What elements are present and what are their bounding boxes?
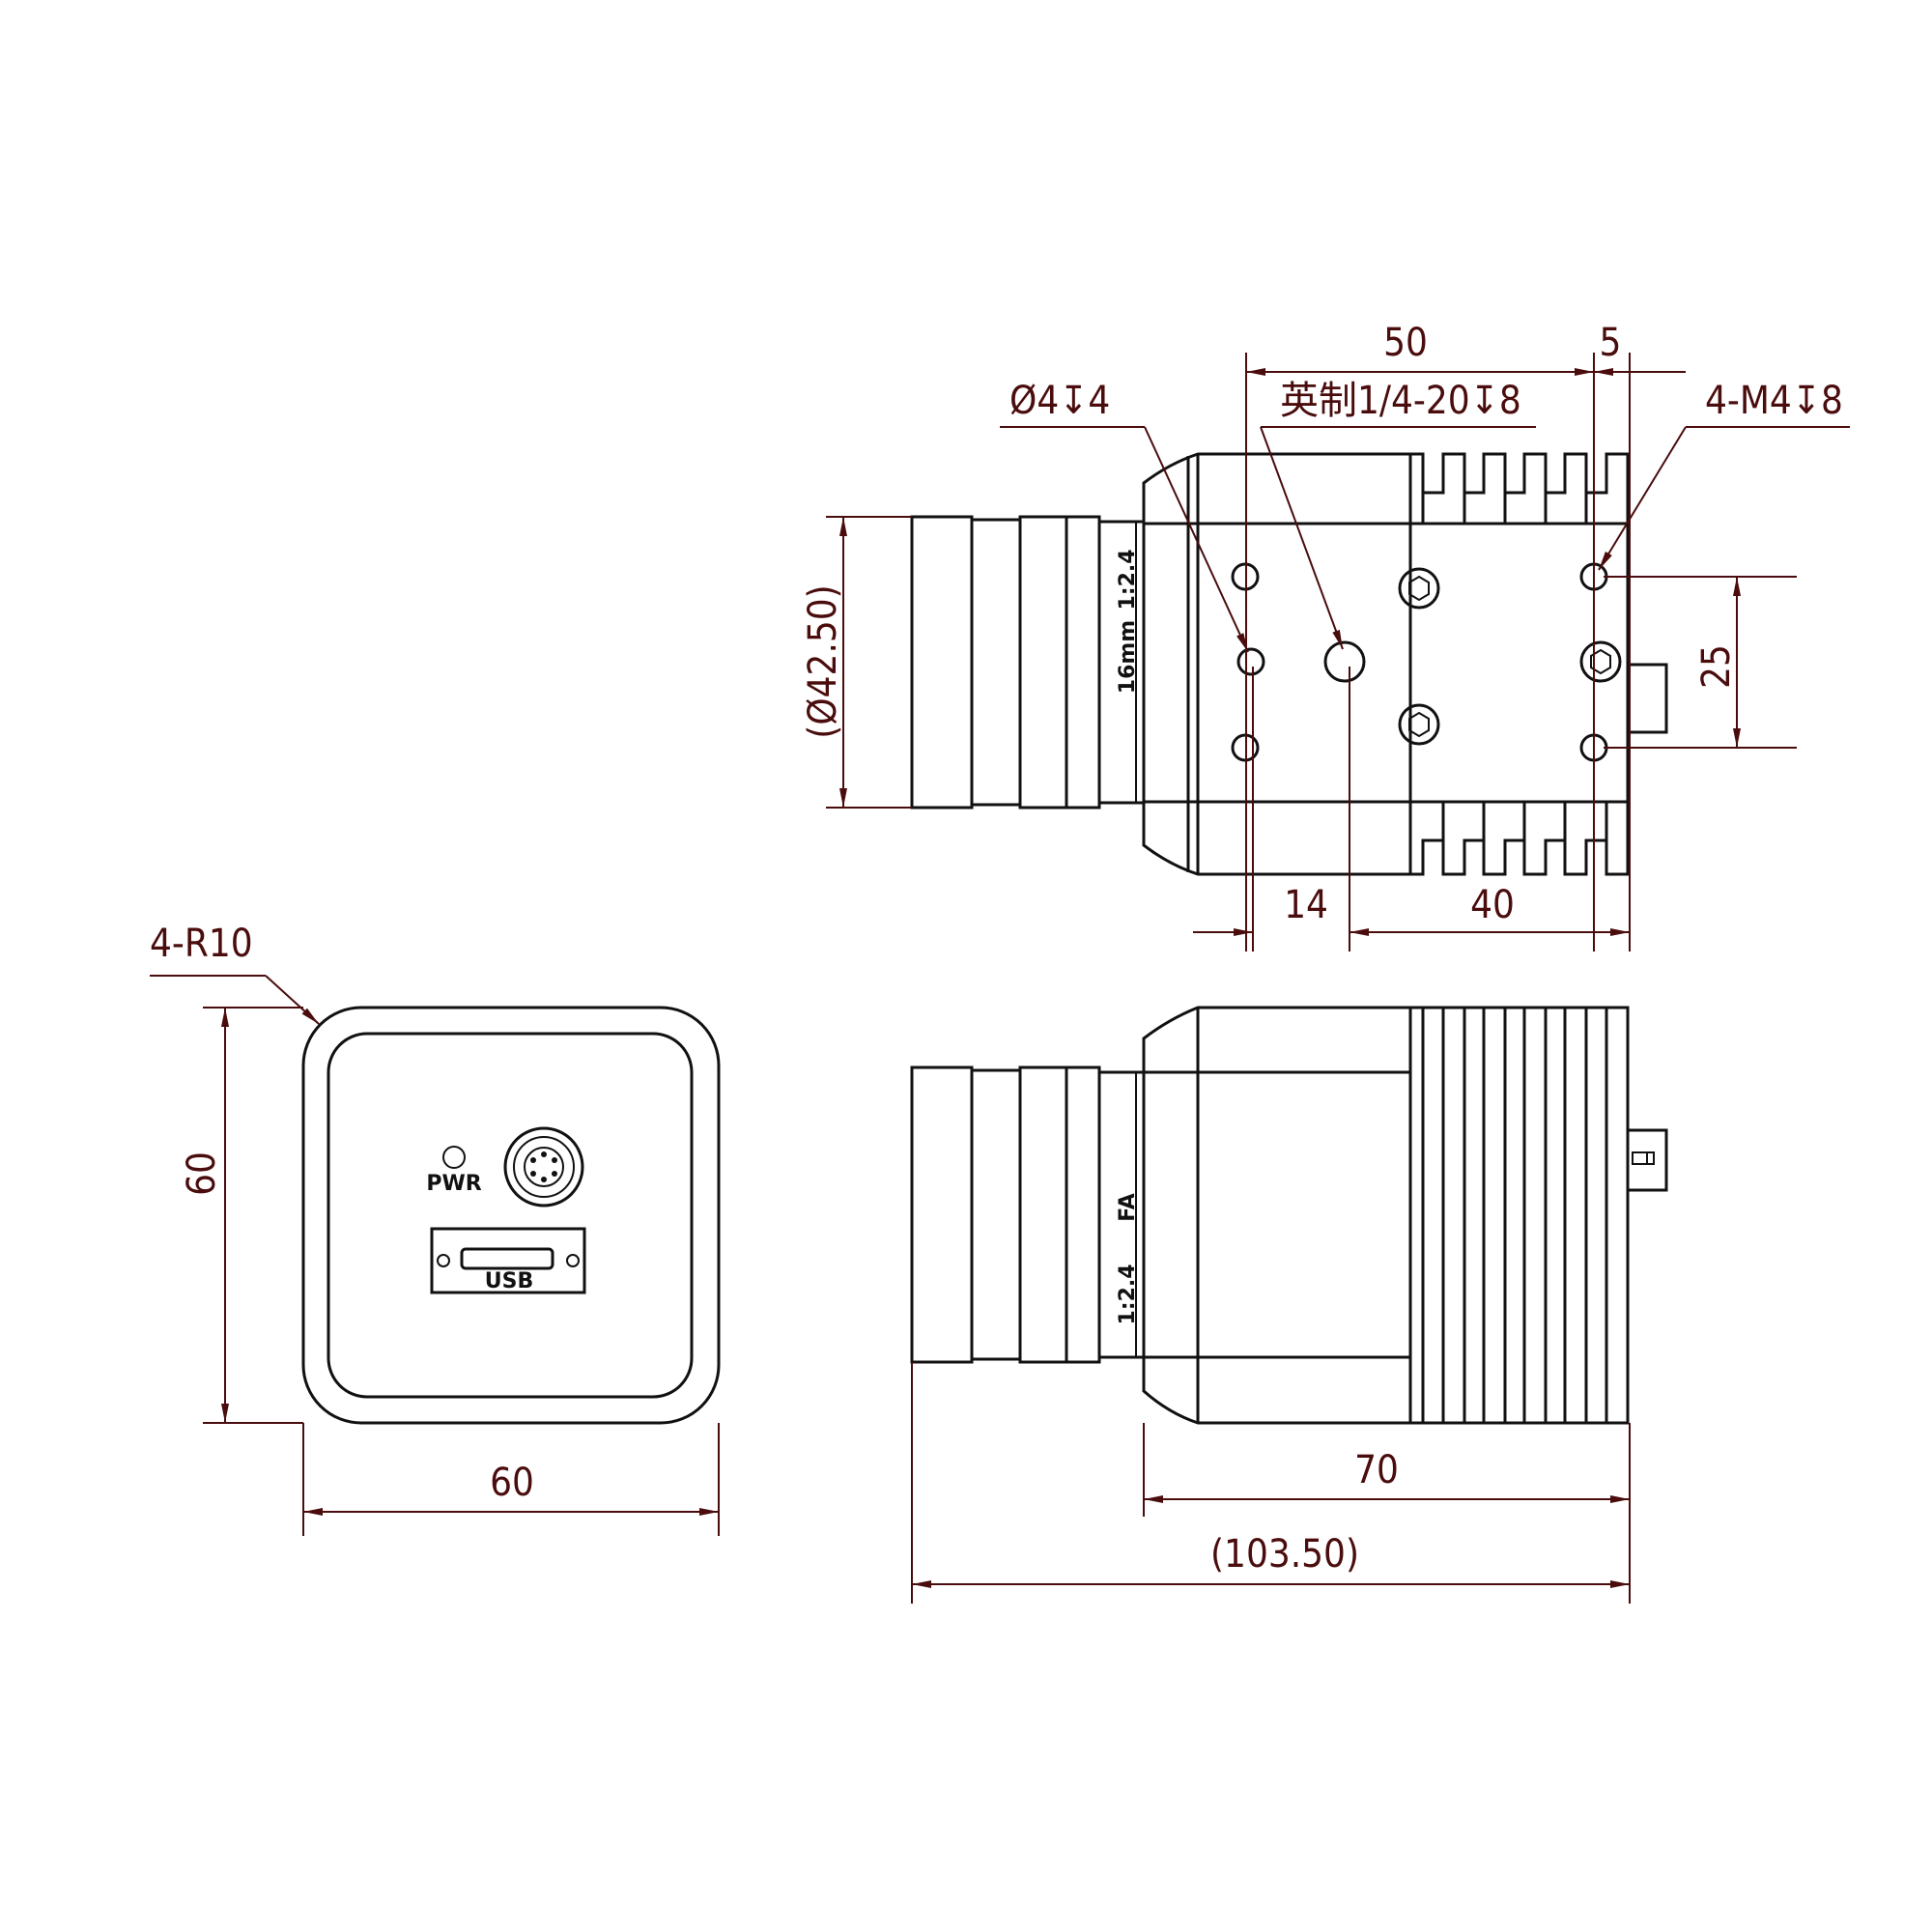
top-lens: 1:2.4 16mm bbox=[910, 515, 1146, 810]
top-lens-ratio: 1:2.4 bbox=[1116, 549, 1140, 610]
side-lens-ratio: 1:2.4 bbox=[1116, 1264, 1140, 1324]
hex-screw-icon bbox=[1398, 567, 1622, 746]
dim-height-60: 60 bbox=[180, 1151, 224, 1196]
power-led-icon: PWR bbox=[426, 1146, 482, 1196]
callout-mount-holes: 4-M4↧8 bbox=[1705, 379, 1843, 423]
side-body bbox=[1142, 1006, 1668, 1425]
side-lens: FA 1:2.4 bbox=[910, 1065, 1146, 1364]
pwr-label: PWR bbox=[426, 1172, 481, 1196]
callout-pin-hole: Ø4↧4 bbox=[1009, 379, 1110, 423]
dim-lens-diameter: (Ø42.50) bbox=[801, 584, 845, 738]
callout-tripod-thread: 英制1/4-20↧8 bbox=[1280, 379, 1521, 423]
dim-width-60: 60 bbox=[490, 1461, 534, 1505]
top-view: 1:2.4 16mm bbox=[801, 321, 1850, 952]
dip-switch-icon bbox=[1626, 1128, 1668, 1192]
dim-50: 50 bbox=[1383, 321, 1428, 365]
dim-body-70: 70 bbox=[1354, 1448, 1399, 1492]
side-view: FA 1:2.4 70 bbox=[910, 1006, 1668, 1604]
top-body bbox=[1142, 452, 1668, 876]
dim-14: 14 bbox=[1284, 883, 1328, 927]
dim-40: 40 bbox=[1470, 883, 1515, 927]
dim-total-length: (103.50) bbox=[1210, 1532, 1359, 1577]
round-connector-icon bbox=[503, 1126, 584, 1208]
front-view: PWR USB 4-R10 60 60 bbox=[150, 922, 721, 1536]
dim-5: 5 bbox=[1600, 321, 1622, 365]
top-lens-focal: 16mm bbox=[1116, 620, 1140, 694]
usb-port-icon: USB bbox=[430, 1227, 586, 1294]
side-lens-brand: FA bbox=[1116, 1193, 1140, 1222]
dim-corner-radius: 4-R10 bbox=[150, 922, 253, 966]
dim-25: 25 bbox=[1694, 644, 1739, 689]
usb-label: USB bbox=[485, 1269, 533, 1293]
top-dimensions: 50 5 25 (Ø42.50) 14 40 Ø4↧4 英制1/4-20↧8 bbox=[801, 321, 1850, 952]
